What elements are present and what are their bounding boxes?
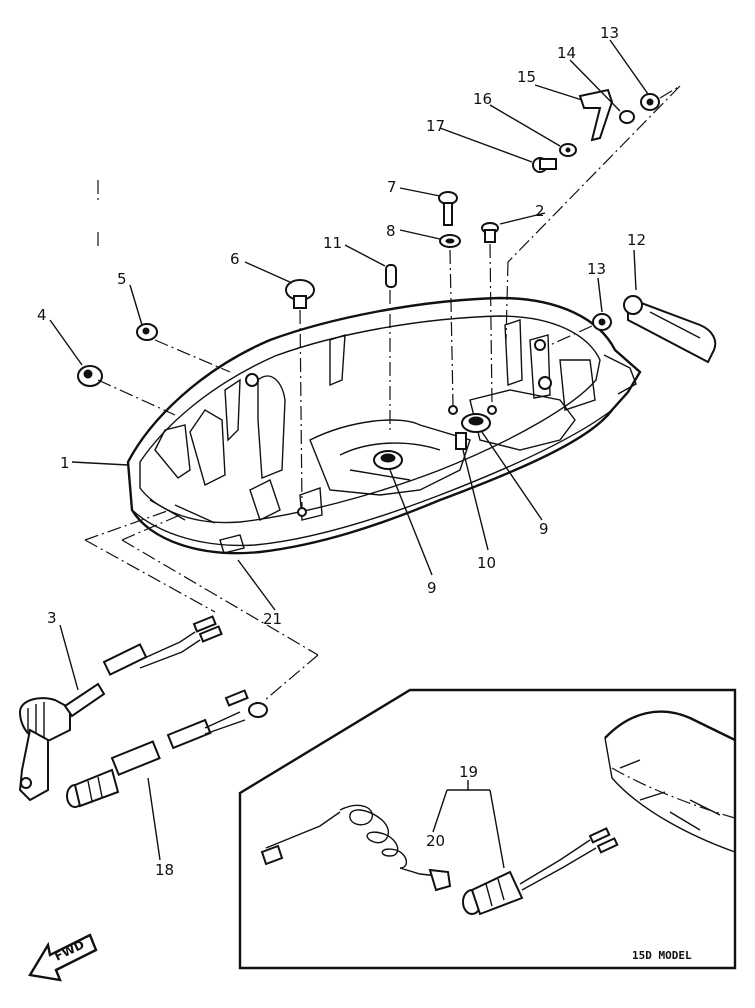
- leader-lines: [49, 39, 649, 869]
- callout-2: 2: [535, 202, 545, 220]
- callout-7: 7: [387, 178, 397, 196]
- part-3-cable-assembly: [18, 615, 223, 802]
- bottom-cowling: [126, 296, 642, 555]
- part-2-bolt: [481, 222, 499, 243]
- callout-4: 4: [37, 306, 47, 324]
- callout-19: 19: [459, 763, 478, 781]
- part-6-plug: [285, 279, 315, 309]
- callout-17: 17: [426, 117, 445, 135]
- callout-13-lower: 13: [587, 260, 606, 278]
- callout-9-right: 9: [539, 520, 549, 538]
- callout-13-upper: 13: [600, 24, 619, 42]
- part-12-handle: [623, 295, 717, 364]
- callout-labels: 1 2 3 4 5 6 7 8 9 9 10 11 12 13 13 14 15…: [37, 24, 646, 879]
- callout-20: 20: [426, 832, 445, 850]
- part-11-pin: [385, 264, 397, 288]
- callout-14: 14: [557, 44, 576, 62]
- alignment-lines: [84, 85, 681, 701]
- part-7-screw: [438, 191, 458, 226]
- callout-5: 5: [117, 270, 127, 288]
- callout-8: 8: [386, 222, 396, 240]
- part-16-washer: [559, 143, 577, 157]
- part-18-switch-assembly: [66, 689, 268, 808]
- callout-18: 18: [155, 861, 174, 879]
- part-4-grommet: [77, 365, 103, 387]
- fwd-label: FWD: [52, 937, 86, 963]
- callout-21: 21: [263, 610, 282, 628]
- part-14-washer: [619, 110, 635, 124]
- part-8-washer: [439, 234, 461, 248]
- part-17-screw: [532, 157, 557, 173]
- callout-9-left: 9: [427, 579, 437, 597]
- inset-model-label: 15D MODEL: [632, 949, 692, 962]
- fwd-arrow-icon: FWD: [28, 933, 98, 982]
- inset-15d-model: [238, 688, 737, 970]
- callout-6: 6: [230, 250, 240, 268]
- callout-11: 11: [323, 234, 342, 252]
- callout-10: 10: [477, 554, 496, 572]
- callout-3: 3: [47, 609, 57, 627]
- part-5-grommet: [136, 323, 158, 341]
- callout-15: 15: [517, 68, 536, 86]
- part-13-nut-upper: [640, 93, 660, 111]
- callout-12: 12: [627, 231, 646, 249]
- part-15-bracket: [578, 88, 614, 142]
- part-13-nut-lower: [592, 313, 612, 331]
- callout-16: 16: [473, 90, 492, 108]
- callout-1: 1: [60, 454, 70, 472]
